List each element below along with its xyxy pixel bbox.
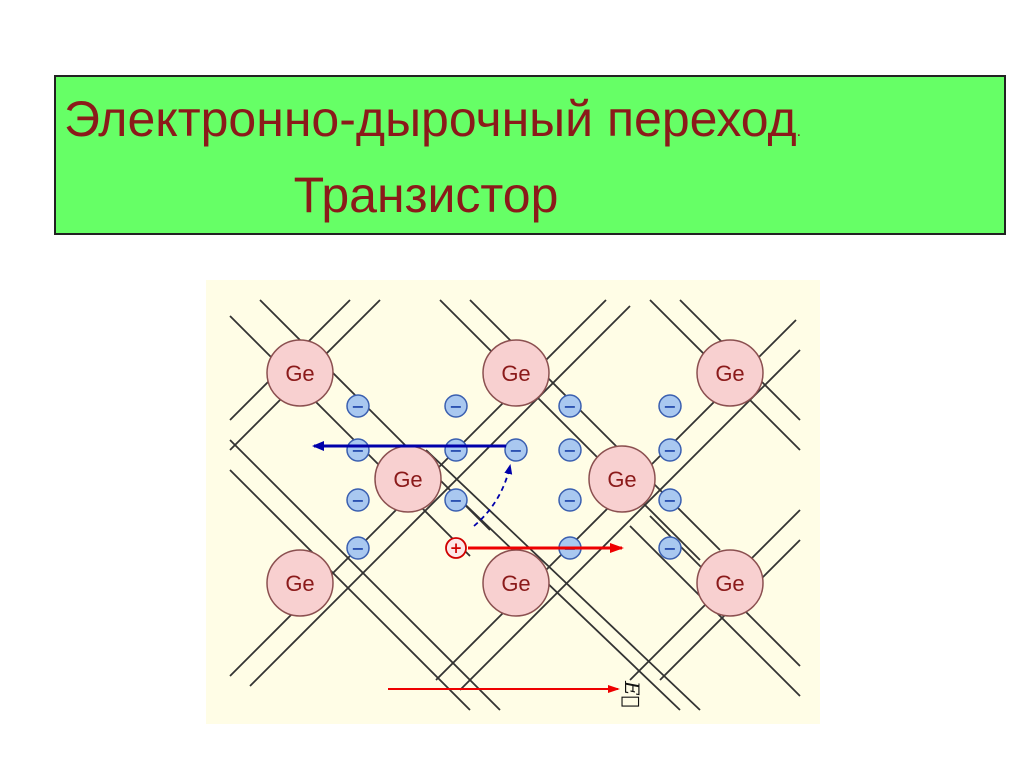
svg-text:−: − <box>449 491 462 510</box>
atom-ge: Ge <box>697 550 763 616</box>
svg-text:−: − <box>663 397 676 416</box>
svg-text:−: − <box>663 539 676 558</box>
atom-ge: Ge <box>267 340 333 406</box>
electron: − <box>347 489 369 511</box>
svg-text:Ge: Ge <box>285 361 314 386</box>
atom-ge: Ge <box>697 340 763 406</box>
svg-text:Ge: Ge <box>393 467 422 492</box>
electron: − <box>659 489 681 511</box>
electron: − <box>659 395 681 417</box>
electron: − <box>347 395 369 417</box>
atom-ge: Ge <box>375 446 441 512</box>
title-line-2: Транзистор <box>56 163 796 227</box>
svg-text:−: − <box>449 397 462 416</box>
electron: − <box>559 439 581 461</box>
electron: − <box>559 395 581 417</box>
title-dot: . <box>797 123 801 140</box>
electron: − <box>505 439 527 461</box>
electron: − <box>445 489 467 511</box>
svg-text:−: − <box>563 491 576 510</box>
svg-text:Ge: Ge <box>501 571 530 596</box>
atom-ge: Ge <box>589 446 655 512</box>
electron: − <box>445 395 467 417</box>
svg-text:Ge: Ge <box>607 467 636 492</box>
electron: − <box>659 537 681 559</box>
svg-text:−: − <box>449 441 462 460</box>
electron: − <box>559 489 581 511</box>
svg-text:−: − <box>351 397 364 416</box>
svg-text:+: + <box>450 539 463 557</box>
title-text: Электронно-дырочный переход <box>64 91 797 147</box>
svg-text:−: − <box>351 441 364 460</box>
svg-text:Ge: Ge <box>501 361 530 386</box>
svg-text:Ge: Ge <box>715 571 744 596</box>
svg-text:−: − <box>563 397 576 416</box>
title-box: Электронно-дырочный переход. Транзистор <box>54 75 1006 235</box>
lattice-svg: Ge Ge Ge Ge Ge Ge <box>206 280 820 724</box>
electron: − <box>347 439 369 461</box>
svg-text:Ge: Ge <box>715 361 744 386</box>
atom-ge: Ge <box>483 550 549 616</box>
hole: + <box>446 538 466 558</box>
svg-text:−: − <box>351 491 364 510</box>
svg-text:−: − <box>351 539 364 558</box>
electron: − <box>445 439 467 461</box>
atom-ge: Ge <box>483 340 549 406</box>
electron: − <box>659 439 681 461</box>
svg-text:−: − <box>509 441 522 460</box>
atom-ge: Ge <box>267 550 333 616</box>
svg-text:−: − <box>563 441 576 460</box>
germanium-lattice-diagram: Ge Ge Ge Ge Ge Ge <box>206 280 820 724</box>
svg-text:−: − <box>663 441 676 460</box>
title-line-1: Электронно-дырочный переход. <box>64 87 801 164</box>
electron: − <box>347 537 369 559</box>
electric-field-label: E⃗ <box>620 680 644 708</box>
svg-text:−: − <box>663 491 676 510</box>
svg-text:Ge: Ge <box>285 571 314 596</box>
